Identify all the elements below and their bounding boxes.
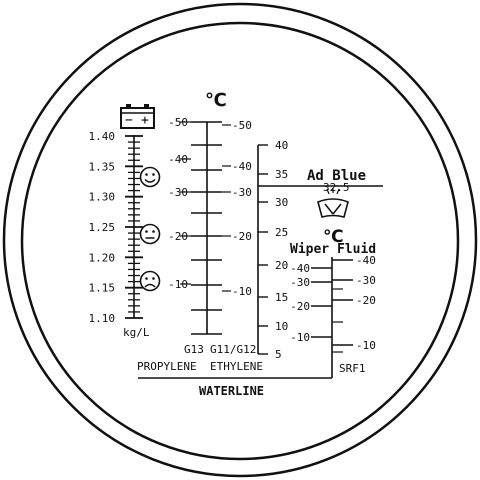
propylene-tick-labels: -50 -40 -30 -20 -10 (168, 116, 188, 291)
battery-tick-label: 1.35 (89, 160, 116, 173)
ethylene-tick-label: -50 (232, 119, 252, 132)
ethylene-tick-labels: -50 -40 -30 -20 -10 (232, 119, 252, 298)
glycol-ticks (180, 121, 231, 335)
propylene-name-label: PROPYLENE (137, 360, 197, 373)
ethylene-tick-label: -20 (232, 230, 252, 243)
wiper-right-tick-label: -30 (356, 274, 376, 287)
wiper-right-tick-label: -10 (356, 339, 376, 352)
wiper-unit-label: ℃ (323, 227, 344, 246)
wiper-left-tick-label: -30 (290, 276, 310, 289)
battery-plus-label: + (141, 113, 149, 128)
adblue-tick-label: 20 (275, 259, 288, 272)
windshield-wiper-icon (317, 188, 349, 218)
ethylene-tick-label: -10 (232, 285, 252, 298)
battery-icon: − + (120, 104, 155, 129)
adblue-tick-label: 15 (275, 291, 288, 304)
battery-minus-label: − (125, 113, 133, 128)
battery-tick-label: 1.30 (89, 191, 116, 204)
propylene-tick-label: -10 (168, 278, 188, 291)
waterline-label: WATERLINE (199, 384, 264, 398)
glycol-scale: -50 -40 -30 -20 -10 -50 -40 -30 -20 -10 G13 G11/… (137, 116, 263, 373)
wiper-right-tick-label: -20 (356, 294, 376, 307)
ethylene-tick-label: -40 (232, 160, 252, 173)
adblue-tick-label: 30 (275, 196, 288, 209)
wiper-left-tick-labels: -40-30 -20 -10 (290, 262, 310, 344)
adblue-tick-labels: 40 35 30 25 20 15 10 5 (275, 139, 288, 361)
neutral-face-icon (139, 223, 161, 245)
adblue-tick-label: 40 (275, 139, 288, 152)
happy-face-icon (139, 166, 161, 188)
battery-tick-label: 1.15 (89, 282, 116, 295)
battery-tick-label: 1.10 (89, 312, 116, 325)
wiper-ticks (311, 259, 353, 353)
battery-unit-label: kg/L (123, 326, 150, 339)
propylene-type-label: G13 (184, 343, 204, 356)
wiper-title: Wiper Fluid (290, 242, 376, 257)
wiper-right-tick-labels: -40 -30 -20 -10 (356, 254, 376, 352)
ethylene-type-label: G11/G12 (210, 343, 256, 356)
adblue-tick-label: 10 (275, 320, 288, 333)
propylene-tick-label: -40 (168, 153, 188, 166)
wiper-fluid-scale: ℃ Wiper Fluid -40-30-20-10 -40-30-20-10 … (290, 227, 376, 378)
propylene-tick-label: -20 (168, 230, 188, 243)
battery-ticks (125, 135, 143, 319)
adblue-scale: 40 35 30 25 20 15 10 5 Ad Blue 32.5 (257, 139, 383, 361)
wiper-name-label: SRF1 (339, 362, 366, 375)
battery-tick-labels: 1.40 1.35 1.30 1.25 1.20 1.15 1.10 (89, 130, 116, 325)
adblue-tick-label: 25 (275, 226, 288, 239)
adblue-tick-label: 5 (275, 348, 282, 361)
adblue-tick-label: 35 (275, 168, 288, 181)
wiper-right-tick-label: -40 (356, 254, 376, 267)
wiper-left-tick-label: -20 (290, 300, 310, 313)
wiper-left-tick-label: -40 (290, 262, 310, 275)
battery-tick-label: 1.20 (89, 251, 116, 264)
adblue-ticks (258, 144, 268, 355)
temperature-unit-label: ℃ (205, 90, 227, 110)
propylene-tick-label: -50 (168, 116, 188, 129)
adblue-title: Ad Blue (307, 168, 366, 184)
propylene-tick-label: -30 (168, 186, 188, 199)
adblue-marker-label: 32.5 (323, 181, 350, 194)
sad-face-icon (139, 270, 161, 292)
wiper-left-tick-label: -10 (290, 331, 310, 344)
battery-tick-label: 1.40 (89, 130, 116, 143)
battery-scale: − + 1.40 1.35 1.30 1.25 1.20 1.15 1.10 kg/L (89, 104, 161, 339)
inner-ring (20, 21, 460, 461)
ethylene-tick-label: -30 (232, 186, 252, 199)
battery-tick-label: 1.25 (89, 221, 116, 234)
ethylene-name-label: ETHYLENE (210, 360, 263, 373)
